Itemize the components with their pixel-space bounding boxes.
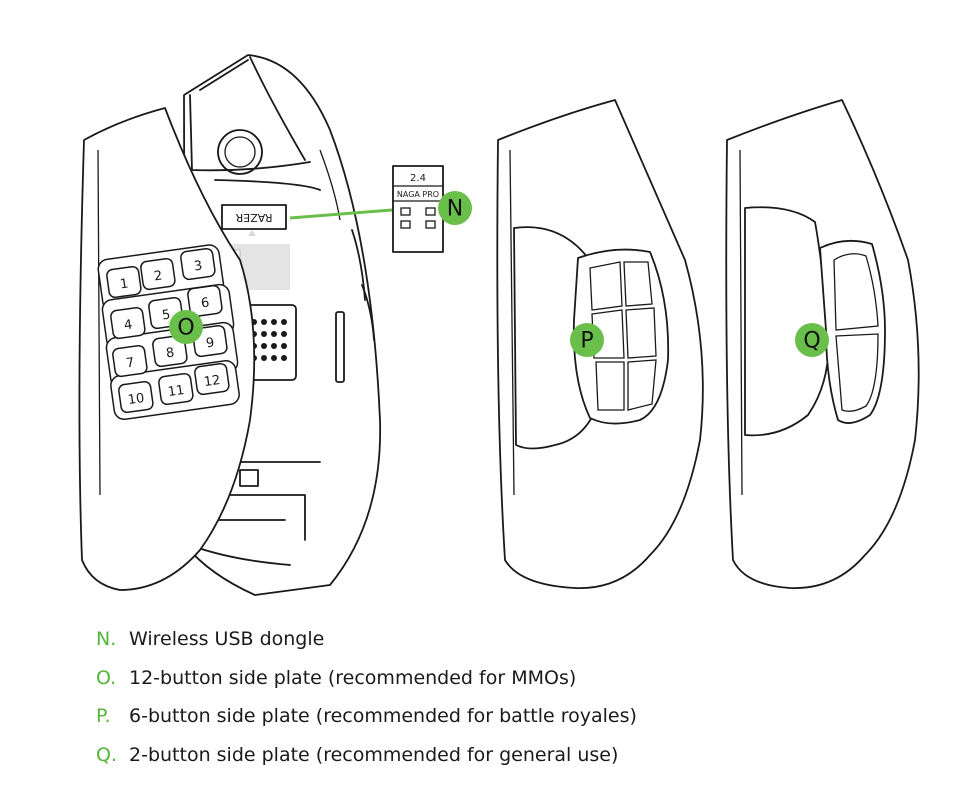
legend-item-q: Q. 2-button side plate (recommended for … <box>96 744 896 783</box>
legend-letter: N. <box>96 628 117 650</box>
legend-letter: O. <box>96 666 117 689</box>
side-key <box>158 372 194 406</box>
side-key-label: 8 <box>165 345 175 361</box>
dongle-freq-label: 2.4 <box>410 173 426 184</box>
side-key <box>110 306 146 340</box>
dongle-model-label: NAGA PRO <box>397 190 439 199</box>
legend-text: 12-button side plate (recommended for MM… <box>129 666 577 689</box>
callout-n-label: N <box>447 197 463 222</box>
side-key-label: 7 <box>125 355 135 371</box>
side-key-label: 6 <box>200 295 210 311</box>
side-key <box>140 257 176 291</box>
side-key-label: 3 <box>193 258 203 274</box>
callout-q: Q <box>795 323 829 357</box>
callout-q-label: Q <box>803 329 820 354</box>
callout-n: N <box>438 191 472 225</box>
dongle-connector-line <box>289 208 393 220</box>
legend-text: 2-button side plate (recommended for gen… <box>129 743 619 766</box>
side-key <box>194 362 230 396</box>
legend-item-n: N. Wireless USB dongle <box>96 628 896 667</box>
mouse-logo-text: RAZER <box>235 211 272 224</box>
sensor-icon <box>217 129 263 175</box>
legend-item-o: O. 12-button side plate (recommended for… <box>96 667 896 706</box>
side-key-label: 11 <box>167 383 185 400</box>
legend-letter: Q. <box>96 743 117 766</box>
side-key <box>106 265 142 299</box>
side-key-label: 10 <box>127 391 145 408</box>
side-key-label: 1 <box>119 276 129 292</box>
mouse-logo-plate <box>221 204 287 230</box>
side-key-label: 9 <box>205 335 215 351</box>
side-key <box>187 284 223 318</box>
side-key <box>118 380 154 414</box>
legend-text: Wireless USB dongle <box>129 628 325 650</box>
side-key-label: 2 <box>153 268 163 284</box>
callout-o: O <box>169 310 203 344</box>
legend: N. Wireless USB dongle O. 12-button side… <box>96 628 896 782</box>
legend-letter: P. <box>96 705 111 727</box>
legend-item-p: P. 6-button side plate (recommended for … <box>96 705 896 744</box>
side-key-label: 4 <box>123 317 133 333</box>
side-key-label: 12 <box>203 373 221 390</box>
usb-dongle: 2.4 NAGA PRO <box>392 165 444 253</box>
side-key <box>180 247 216 281</box>
side-key <box>112 344 148 378</box>
callout-o-label: O <box>177 316 194 341</box>
callout-p-label: P <box>580 329 593 354</box>
legend-text: 6-button side plate (recommended for bat… <box>129 705 637 727</box>
callout-p: P <box>570 323 604 357</box>
side-key <box>152 334 188 368</box>
side-key-label: 5 <box>161 307 171 323</box>
